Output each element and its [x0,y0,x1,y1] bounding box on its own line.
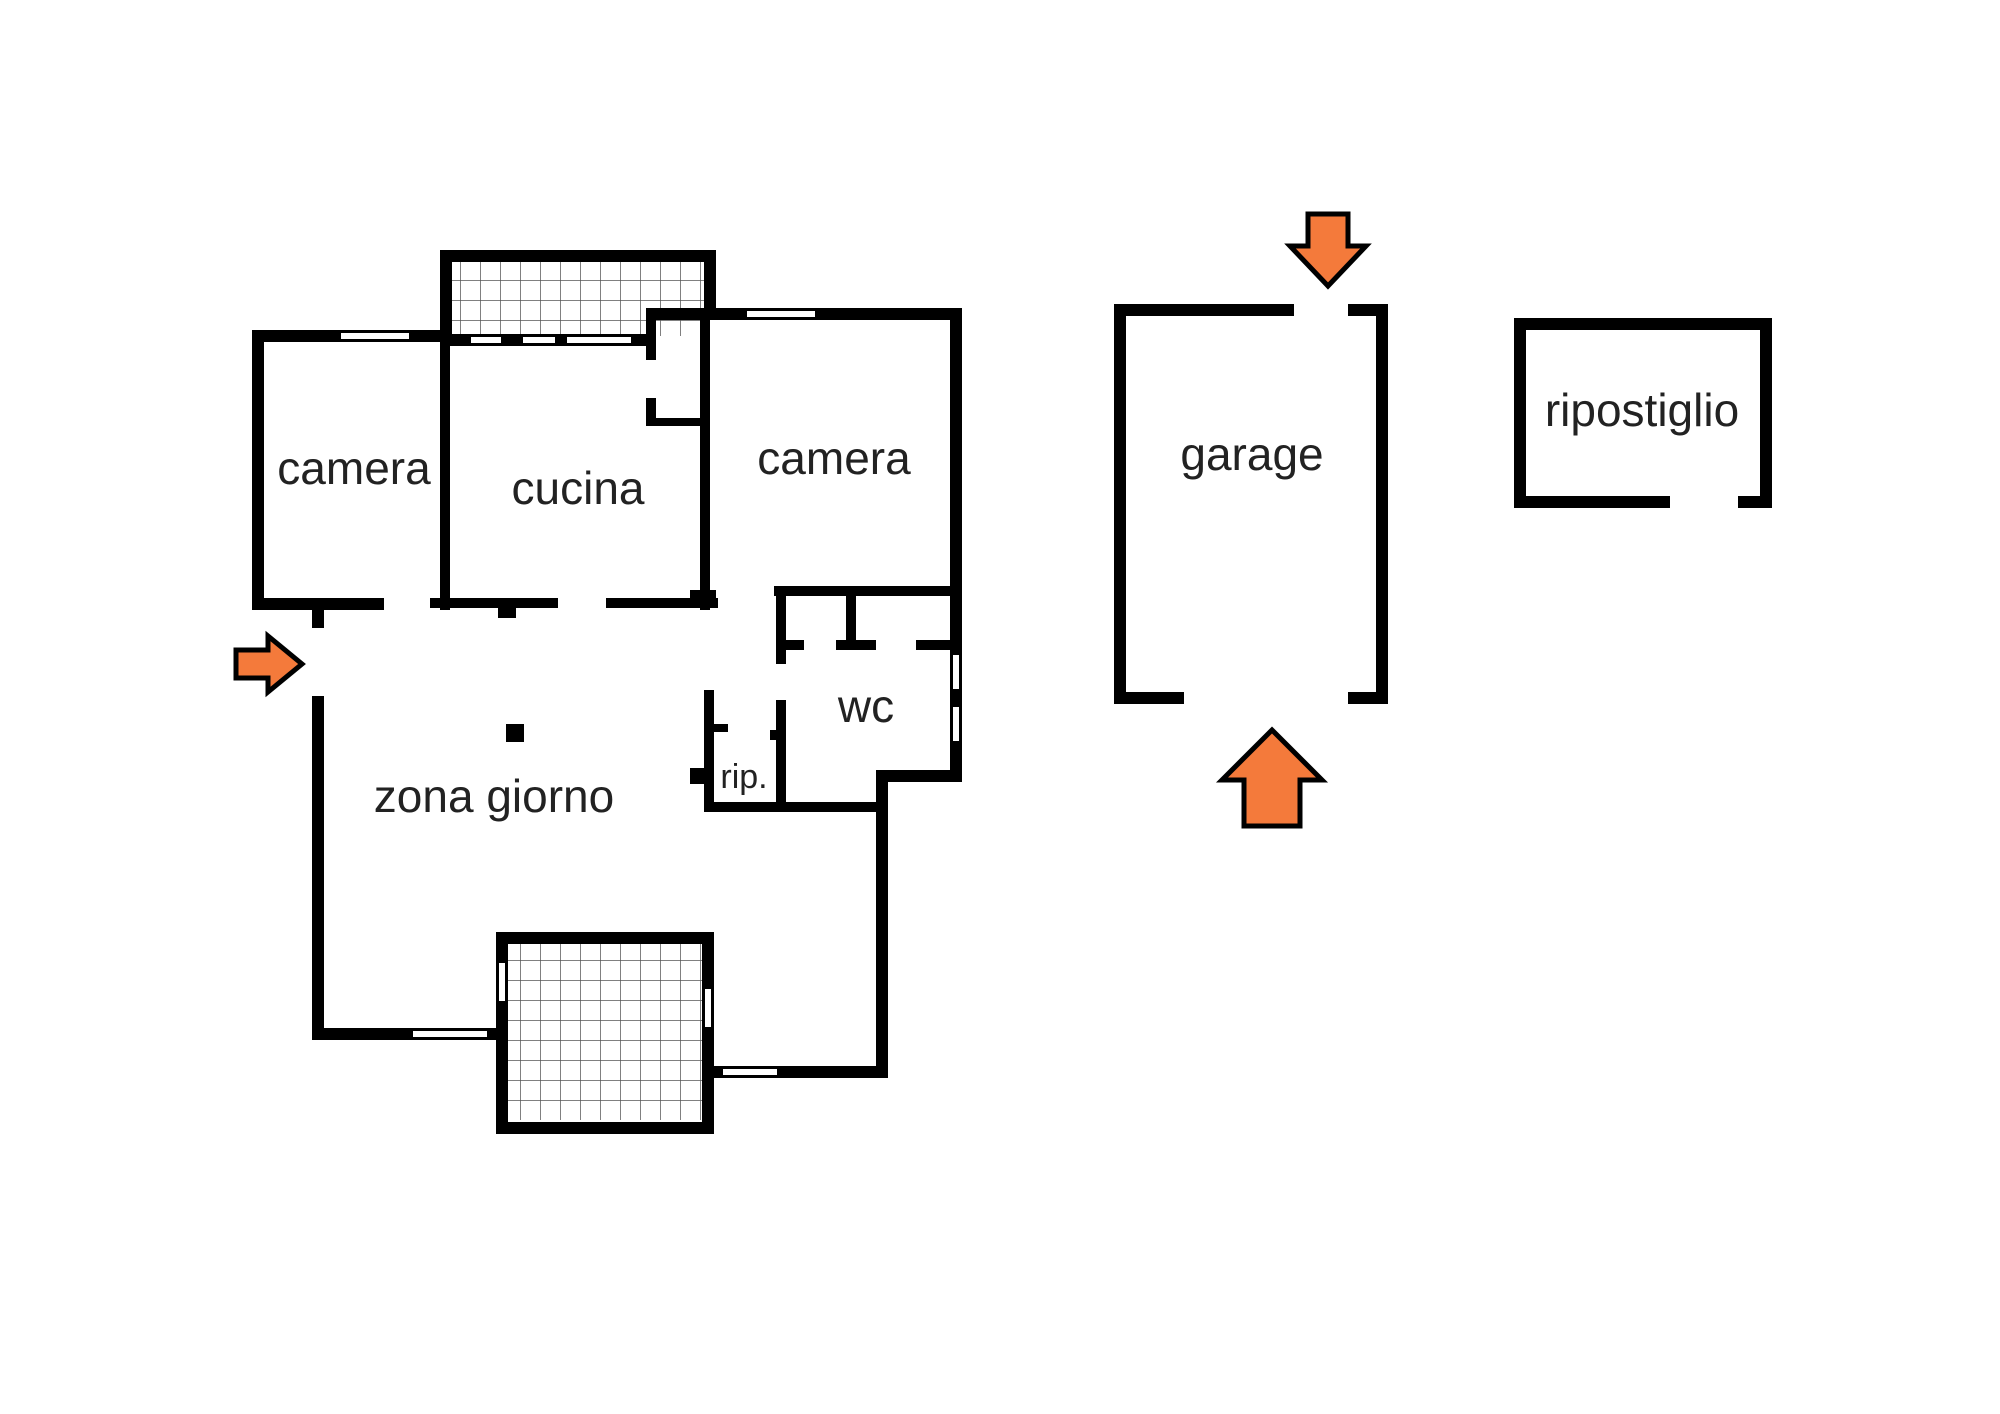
balcony-top [440,250,716,340]
room-label-zona-giorno: zona giorno [374,770,614,822]
room-label-rip: rip. [720,758,767,796]
windows [339,309,961,1077]
room-label-camera-right: camera [757,432,911,484]
balcony-bottom [496,932,714,1134]
room-label-camera-left: camera [277,442,431,494]
room-label-garage: garage [1180,428,1323,480]
arrow-icon [233,630,306,698]
arrow-icon [1284,211,1372,290]
room-label-cucina: cucina [512,462,645,514]
room-label-ripostiglio: ripostiglio [1545,384,1739,436]
room-label-wc: wc [837,680,894,732]
arrow-icon [1215,726,1329,829]
garage-walls [1114,304,1388,704]
ripostiglio-walls [1514,318,1772,508]
